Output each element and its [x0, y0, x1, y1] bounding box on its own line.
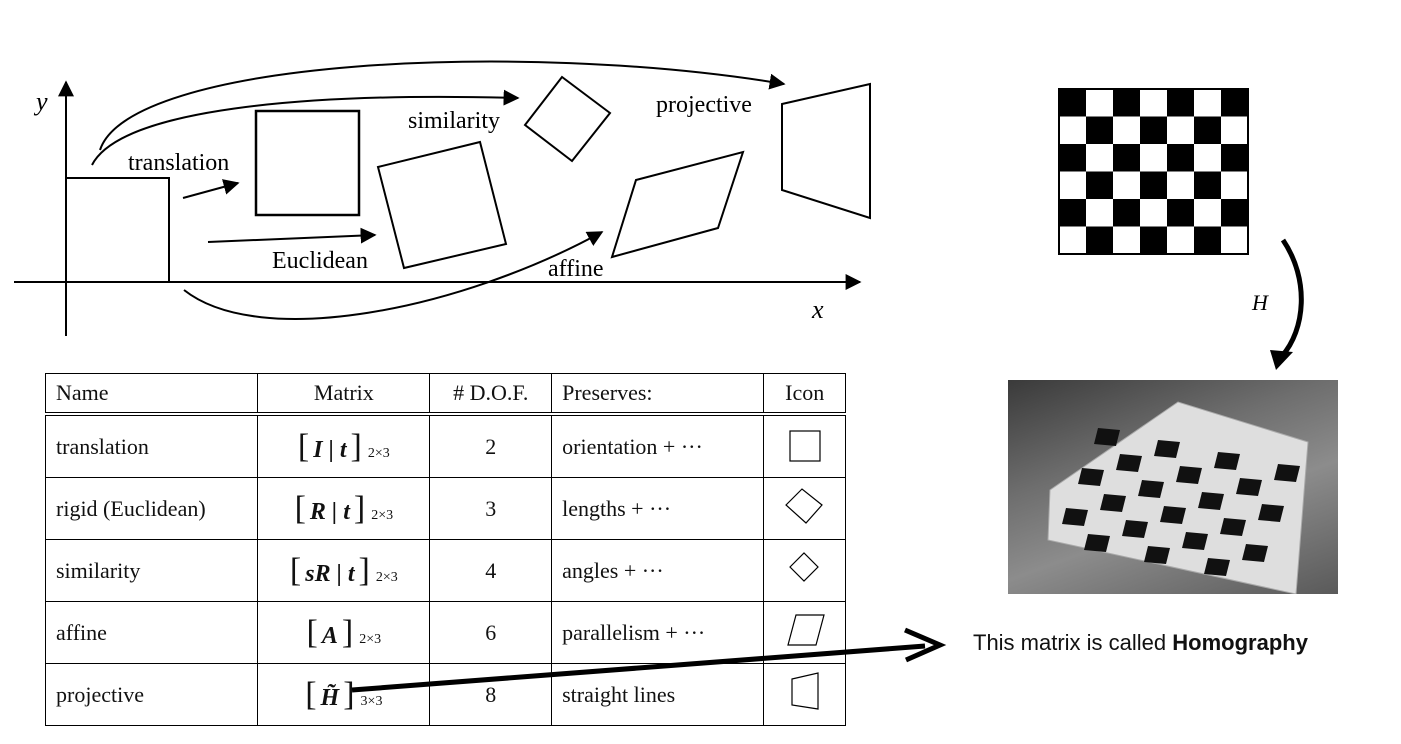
x-axis-label: x: [811, 295, 824, 324]
row-matrix: [sR | t]2×3: [257, 539, 431, 602]
projective-quad: [781, 82, 871, 220]
row-matrix: [I | t]2×3: [257, 413, 431, 478]
homography-caption: This matrix is called Homography: [973, 630, 1308, 656]
homography-arrowhead: [1270, 350, 1293, 370]
translated-square: [254, 109, 361, 217]
matrix-subscript: 2×3: [367, 445, 390, 461]
affine-arrow: [183, 231, 604, 320]
checkerboard-pattern: [1058, 88, 1249, 255]
row-name: similarity: [44, 539, 259, 602]
table-header-row: Name Matrix # D.O.F. Preserves: Icon: [44, 373, 846, 415]
row-preserves: straight lines: [551, 663, 765, 726]
translation-label: translation: [128, 150, 229, 176]
row-icon: [763, 539, 846, 602]
affine-label: affine: [548, 256, 604, 282]
row-dof: 4: [429, 539, 553, 602]
matrix-symbol: I | t: [313, 436, 347, 463]
matrix-subscript: 3×3: [360, 693, 383, 709]
row-matrix: [R | t]2×3: [257, 477, 431, 540]
parallelogram-icon: [786, 613, 825, 646]
row-preserves: lengths + ···: [551, 477, 765, 540]
similarity-diamond: [523, 75, 612, 163]
original-square: [65, 177, 170, 283]
row-icon: [763, 477, 846, 540]
similarity-arrow: [91, 89, 520, 166]
row-dof: 8: [429, 663, 553, 726]
row-name: rigid (Euclidean): [44, 477, 259, 540]
transformations-diagram: y x translation Euclidean similarity aff…: [14, 60, 871, 336]
row-icon: [763, 663, 846, 726]
row-dof: 2: [429, 413, 553, 478]
affine-parallelogram: [610, 150, 745, 259]
header-matrix: Matrix: [257, 373, 431, 415]
matrix-symbol: H̃: [320, 684, 340, 711]
translation-arrow: [182, 179, 240, 199]
header-icon: Icon: [763, 373, 846, 415]
row-matrix: [H̃]3×3: [257, 663, 431, 726]
row-icon: [763, 601, 846, 664]
square-icon: [789, 429, 821, 462]
h-label: H: [1251, 290, 1269, 315]
header-name: Name: [44, 373, 259, 415]
row-dof: 3: [429, 477, 553, 540]
matrix-subscript: 2×3: [375, 569, 398, 585]
trapezoid-icon: [791, 671, 819, 710]
projective-label: projective: [656, 92, 752, 118]
matrix-symbol: R | t: [309, 498, 350, 525]
pointer-arrowhead: [904, 627, 947, 663]
row-preserves: angles + ···: [551, 539, 765, 602]
checkerboard-photo: [1008, 380, 1338, 595]
homography-arrow: [1280, 238, 1304, 358]
transformations-table: Name Matrix # D.O.F. Preserves: Icon tra…: [44, 373, 846, 726]
matrix-symbol: A: [321, 622, 338, 649]
small-diamond-icon: [788, 551, 819, 582]
row-preserves: orientation + ···: [551, 413, 765, 478]
matrix-subscript: 2×3: [359, 631, 382, 647]
row-icon: [763, 413, 846, 478]
caption-bold: Homography: [1172, 630, 1308, 655]
caption-text: This matrix is called: [973, 630, 1173, 655]
row-name: affine: [44, 601, 259, 664]
homography-illustration: H: [1058, 88, 1304, 370]
similarity-label: similarity: [408, 108, 500, 134]
header-dof: # D.O.F.: [429, 373, 553, 415]
header-preserves: Preserves:: [551, 373, 765, 415]
row-name: translation: [44, 413, 259, 478]
projective-arrow: [99, 60, 786, 151]
photo-board: [1047, 401, 1309, 595]
photo-checker-squares: [1062, 428, 1300, 576]
matrix-subscript: 2×3: [371, 507, 394, 523]
matrix-symbol: sR | t: [305, 560, 355, 587]
row-dof: 6: [429, 601, 553, 664]
y-axis-label: y: [33, 87, 48, 116]
row-matrix: [A]2×3: [257, 601, 431, 664]
euclidean-arrow: [207, 227, 377, 244]
row-name: projective: [44, 663, 259, 726]
euclidean-square: [376, 140, 508, 270]
row-preserves: parallelism + ···: [551, 601, 765, 664]
rotated-square-icon: [784, 487, 823, 524]
euclidean-label: Euclidean: [272, 248, 368, 274]
